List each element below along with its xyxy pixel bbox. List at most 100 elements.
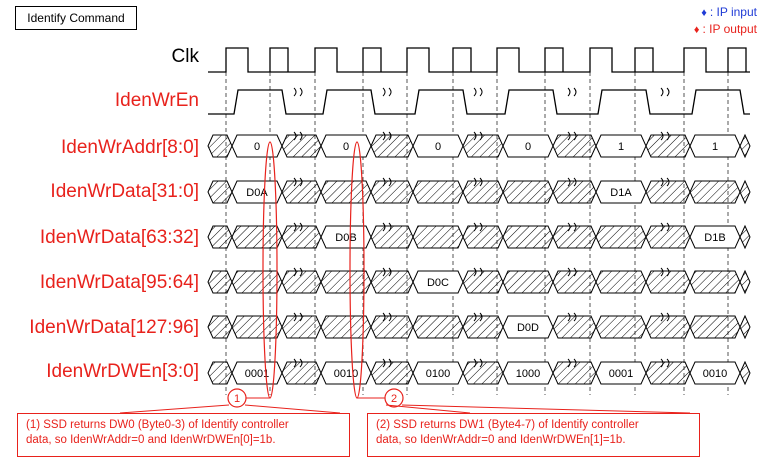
bus-invalid-segment bbox=[370, 270, 414, 294]
bus-invalid-segment bbox=[207, 315, 233, 339]
bus-invalid-segment bbox=[595, 225, 647, 249]
bus-invalid-segment bbox=[412, 315, 464, 339]
callout-note-2: (2) SSD returns DW1 (Byte4-7) of Identif… bbox=[367, 413, 700, 457]
bus-invalid-segment bbox=[552, 270, 597, 294]
time-break-mark bbox=[567, 358, 577, 368]
time-break-mark bbox=[293, 312, 303, 322]
bus-value-label: 0010 bbox=[703, 368, 727, 380]
time-break-mark bbox=[293, 267, 303, 277]
time-break-mark bbox=[567, 312, 577, 322]
time-break-mark bbox=[473, 222, 483, 232]
bus-value-label: D0D bbox=[517, 322, 539, 334]
callout-1-line2: data, so IdenWrAddr=0 and IdenWrDWEn[0]=… bbox=[26, 434, 276, 446]
bus-invalid-segment bbox=[552, 134, 597, 158]
bus-invalid-segment bbox=[595, 270, 647, 294]
bus-value-label: 0 bbox=[525, 141, 531, 153]
bus-invalid-segment bbox=[370, 180, 414, 204]
bus-invalid-segment bbox=[689, 315, 741, 339]
signal-label-idenwren: IdenWrEn bbox=[114, 90, 199, 111]
time-break-mark bbox=[567, 131, 577, 141]
time-break-mark bbox=[382, 267, 392, 277]
time-break-mark bbox=[473, 131, 483, 141]
time-break-mark bbox=[473, 177, 483, 187]
time-break-mark bbox=[293, 358, 303, 368]
time-break-mark bbox=[567, 177, 577, 187]
time-break-mark bbox=[293, 87, 303, 97]
signal-label-idenwrdata-127-96: IdenWrData[127:96] bbox=[29, 317, 199, 338]
callout-number: 2 bbox=[391, 393, 397, 405]
time-break-mark bbox=[660, 177, 670, 187]
bus-invalid-segment bbox=[502, 270, 554, 294]
time-break-mark bbox=[473, 312, 483, 322]
bus-invalid-segment bbox=[739, 179, 751, 205]
time-break-mark bbox=[660, 131, 670, 141]
bus-invalid-segment bbox=[552, 361, 597, 385]
time-break-mark bbox=[660, 87, 670, 97]
time-break-mark bbox=[382, 358, 392, 368]
bus-invalid-segment bbox=[739, 133, 751, 159]
clock-waveform bbox=[208, 47, 750, 73]
bus-value-label: 1 bbox=[712, 141, 718, 153]
bus-value-label: D0A bbox=[246, 187, 268, 199]
time-break-mark bbox=[660, 312, 670, 322]
callout-ellipse bbox=[349, 141, 365, 399]
bus-invalid-segment bbox=[320, 180, 372, 204]
bus-invalid-segment bbox=[231, 270, 283, 294]
signal-label-idenwrdata-95-64: IdenWrData[95:64] bbox=[39, 272, 199, 293]
callout-2-line1: (2) SSD returns DW1 (Byte4-7) of Identif… bbox=[376, 419, 639, 431]
signal-label-idenwraddr: IdenWrAddr[8:0] bbox=[60, 137, 199, 158]
bus-invalid-segment bbox=[552, 315, 597, 339]
bus-value-label: 0 bbox=[435, 141, 441, 153]
bus-value-label: 0 bbox=[254, 141, 260, 153]
signal-label-idenwrdata-31-0: IdenWrData[31:0] bbox=[50, 181, 199, 202]
time-break-mark bbox=[293, 222, 303, 232]
bus-invalid-segment bbox=[462, 225, 504, 249]
signal-label-clk: Clk bbox=[171, 46, 199, 67]
bus-invalid-segment bbox=[739, 314, 751, 340]
bus-value-label: 0001 bbox=[609, 368, 633, 380]
time-break-mark bbox=[293, 177, 303, 187]
bus-invalid-segment bbox=[739, 269, 751, 295]
bus-invalid-segment bbox=[412, 225, 464, 249]
bus-invalid-segment bbox=[502, 180, 554, 204]
bus-invalid-segment bbox=[370, 361, 414, 385]
bus-invalid-segment bbox=[207, 270, 233, 294]
time-break-mark bbox=[567, 87, 577, 97]
bus-invalid-segment bbox=[462, 315, 504, 339]
bus-invalid-segment bbox=[462, 270, 504, 294]
time-break-mark bbox=[660, 267, 670, 277]
bus-invalid-segment bbox=[207, 225, 233, 249]
bus-invalid-segment bbox=[231, 315, 283, 339]
bus-invalid-segment bbox=[462, 134, 504, 158]
time-break-mark bbox=[473, 358, 483, 368]
callout-number-circle bbox=[384, 388, 404, 408]
signal-label-idenwrdata-63-32: IdenWrData[63:32] bbox=[39, 227, 199, 248]
bus-value-label: D1B bbox=[704, 232, 725, 244]
bus-value-label: 0100 bbox=[426, 368, 450, 380]
bus-invalid-segment bbox=[689, 180, 741, 204]
bus-value-label: D0B bbox=[335, 232, 356, 244]
callout-2-line2: data, so IdenWrAddr=0 and IdenWrDWEn[1]=… bbox=[376, 434, 626, 446]
bus-invalid-segment bbox=[739, 360, 751, 386]
legend-output-label: : IP output bbox=[702, 22, 758, 36]
legend-input-label: : IP input bbox=[709, 5, 757, 19]
time-break-mark bbox=[567, 267, 577, 277]
bus-invalid-segment bbox=[739, 224, 751, 250]
bus-invalid-segment bbox=[412, 180, 464, 204]
bus-value-label: 0001 bbox=[245, 368, 269, 380]
callout-note-1: (1) SSD returns DW0 (Byte0-3) of Identif… bbox=[17, 413, 350, 457]
bus-value-label: 0010 bbox=[334, 368, 358, 380]
time-break-mark bbox=[567, 222, 577, 232]
time-break-mark bbox=[660, 222, 670, 232]
time-break-mark bbox=[473, 267, 483, 277]
bus-invalid-segment bbox=[370, 225, 414, 249]
bus-value-label: 1 bbox=[618, 141, 624, 153]
bus-invalid-segment bbox=[207, 180, 233, 204]
bus-invalid-segment bbox=[231, 225, 283, 249]
bus-invalid-segment bbox=[552, 180, 597, 204]
bus-invalid-segment bbox=[462, 361, 504, 385]
callout-pointer bbox=[119, 404, 341, 414]
diamond-icon: ♦ bbox=[701, 7, 707, 19]
